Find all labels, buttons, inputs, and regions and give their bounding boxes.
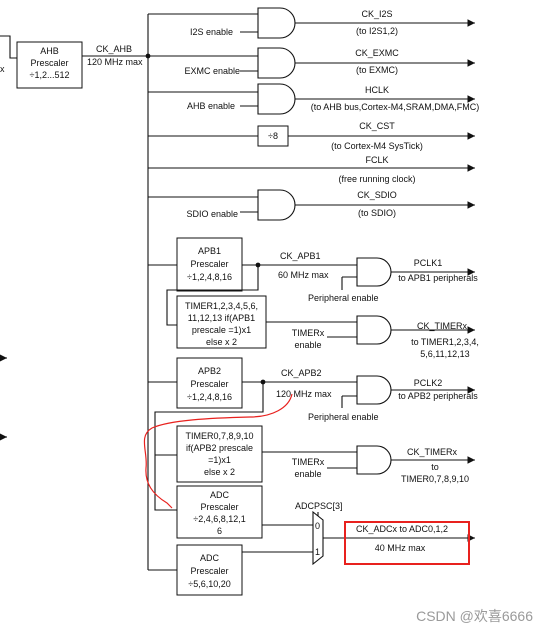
apb1-timer-mult-l1: TIMER1,2,3,4,5,6, (185, 301, 258, 311)
hclk-label: HCLK (365, 85, 389, 95)
apb2-timer-and-gate (356, 445, 392, 475)
apb2-timer-mult-box (176, 425, 263, 483)
ahb-input-wire (0, 35, 17, 59)
ck-i2s-label: CK_I2S (361, 9, 392, 19)
input-label: x (0, 64, 5, 74)
apb2-prescaler-box (176, 357, 243, 409)
ck-adc-max: 40 MHz max (375, 543, 426, 553)
adc-prescaler-ahb-l2: Prescaler (190, 566, 228, 576)
apb1-timer-dest-l2: 5,6,11,12,13 (420, 349, 469, 359)
pclk1-dest: to APB1 peripherals (398, 273, 478, 283)
mux-input-1: 1 (315, 547, 320, 557)
pclk2-dest: to APB2 peripherals (398, 391, 478, 401)
ck-cst-dest: (to Cortex-M4 SysTick) (331, 141, 423, 151)
sdio-and-gate (257, 189, 296, 221)
adc-prescaler-apb2-l1: ADC (210, 490, 230, 500)
apb1-timer-dest-l1: to TIMER1,2,3,4, (411, 337, 479, 347)
sdio-row: SDIO enable CK_SDIO (to SDIO) (148, 189, 475, 221)
exmc-enable-label: EXMC enable (184, 66, 240, 76)
pclk2-label: PCLK2 (414, 378, 443, 388)
adc-clock-mux (312, 510, 324, 566)
annotation-stroke (143, 393, 293, 509)
sdio-enable-label: SDIO enable (186, 209, 238, 219)
ahb-prescaler-box: AHB Prescaler ÷1,2...512 (16, 41, 83, 89)
ck-exmc-dest: (to EXMC) (356, 65, 398, 75)
ck-apb2-label: CK_APB2 (281, 368, 322, 378)
apb1-timer-enable-l1: TIMERx (292, 328, 325, 338)
apb1-timer-and-gate (356, 315, 392, 345)
apb2-prescaler-ratio: ÷1,2,4,8,16 (187, 392, 232, 402)
adc-prescaler-ahb-box (176, 544, 243, 596)
apb2-timer-enable-l1: TIMERx (292, 457, 325, 467)
apb2-periph-enable: Peripheral enable (308, 412, 379, 422)
apb2-timer-mult-l2: if(APB2 prescale (186, 443, 253, 453)
ck-cst-label: CK_CST (359, 121, 395, 131)
apb2-max-label: 120 MHz max (276, 389, 332, 399)
apb1-periph-enable: Peripheral enable (308, 293, 379, 303)
apb1-timer-mult-l3: prescale =1)x1 (192, 325, 251, 335)
hclk-row: AHB enable HCLK (to AHB bus,Cortex-M4,SR… (148, 83, 480, 115)
apb2-timer-mult-l4: else x 2 (204, 467, 235, 477)
adc-prescaler-ahb-l3: ÷5,6,10,20 (188, 579, 230, 589)
ck-exmc-label: CK_EXMC (355, 48, 399, 58)
adc-prescaler-ahb-l1: ADC (200, 553, 220, 563)
ck-i2s-dest: (to I2S1,2) (356, 26, 398, 36)
hclk-dest: (to AHB bus,Cortex-M4,SRAM,DMA,FMC) (311, 102, 480, 112)
i2s-and-gate (257, 7, 296, 39)
apb1-section: APB1 Prescaler ÷1,2,4,8,16 CK_APB1 60 MH… (148, 237, 479, 359)
ck-ahb-label: CK_AHB (96, 44, 132, 54)
apb1-timer-mult-box (176, 295, 267, 349)
apb2-timer-dest-l1: to (431, 462, 439, 472)
watermark: CSDN @欢喜6666 (416, 608, 533, 624)
ahb-prescaler-label: Prescaler (30, 58, 68, 68)
ahb-prescaler-ratio: ÷1,2...512 (30, 70, 70, 80)
ck-apb1-label: CK_APB1 (280, 251, 321, 261)
ck-sdio-dest: (to SDIO) (358, 208, 396, 218)
cst-row: ÷8 CK_CST (to Cortex-M4 SysTick) (148, 121, 475, 151)
apb1-max-label: 60 MHz max (278, 270, 329, 280)
pclk2-and-gate (356, 375, 392, 405)
ahb-prescaler-title: AHB (40, 46, 59, 56)
apb1-timer-mult-l4: else x 2 (206, 337, 237, 347)
apb1-timer-mult-l2: 11,12,13 if(APB1 (188, 313, 255, 323)
pclk1-and-gate (356, 257, 392, 287)
apb2-ck-timer-label: CK_TIMERx (407, 447, 458, 457)
adc-section: ADC Prescaler ÷2,4,6,8,12,1 6 ADC Presca… (148, 485, 475, 596)
i2s-enable-label: I2S enable (190, 27, 233, 37)
exmc-and-gate (257, 47, 296, 79)
pclk1-label: PCLK1 (414, 258, 443, 268)
apb1-prescaler-ratio: ÷1,2,4,8,16 (187, 272, 232, 282)
ck-ahb-max: 120 MHz max (87, 57, 143, 67)
adc-prescaler-apb2-l2: Prescaler (200, 502, 238, 512)
ahb-enable-label: AHB enable (187, 101, 235, 111)
apb2-section: APB2 Prescaler ÷1,2,4,8,16 CK_APB2 120 M… (148, 357, 478, 511)
fclk-label: FCLK (365, 155, 388, 165)
adc-prescaler-apb2-l3: ÷2,4,6,8,12,1 (193, 514, 245, 524)
apb2-prescaler-label: Prescaler (190, 379, 228, 389)
fclk-row: FCLK (free running clock) (148, 155, 475, 184)
apb1-ck-timer-label: CK_TIMERx (417, 321, 468, 331)
systick-divider-label: ÷8 (268, 131, 278, 141)
adcpsc-label: ADCPSC[3] (295, 501, 343, 511)
apb1-timer-enable-l2: enable (294, 340, 321, 350)
apb1-prescaler-box (176, 237, 243, 292)
apb2-timer-dest-l2: TIMER0,7,8,9,10 (401, 474, 469, 484)
ck-adc-highlight-box (344, 521, 470, 565)
ck-sdio-label: CK_SDIO (357, 190, 397, 200)
apb2-timer-mult-l3: =1)x1 (208, 455, 231, 465)
ck-adc-label: CK_ADCx to ADC0,1,2 (356, 524, 448, 534)
ahb-and-gate (257, 83, 296, 115)
exmc-row: EXMC enable CK_EXMC (to EXMC) (148, 47, 475, 79)
adc-prescaler-apb2-l4: 6 (217, 526, 222, 536)
apb2-timer-enable-l2: enable (294, 469, 321, 479)
i2s-row: I2S enable CK_I2S (to I2S1,2) (148, 7, 475, 39)
apb1-prescaler-title: APB1 (198, 246, 221, 256)
apb1-prescaler-label: Prescaler (190, 259, 228, 269)
fclk-dest: (free running clock) (338, 174, 415, 184)
apb2-prescaler-title: APB2 (198, 366, 221, 376)
adc-prescaler-apb2-box (176, 485, 263, 539)
apb2-timer-mult-l1: TIMER0,7,8,9,10 (185, 431, 253, 441)
mux-input-0: 0 (315, 521, 320, 531)
